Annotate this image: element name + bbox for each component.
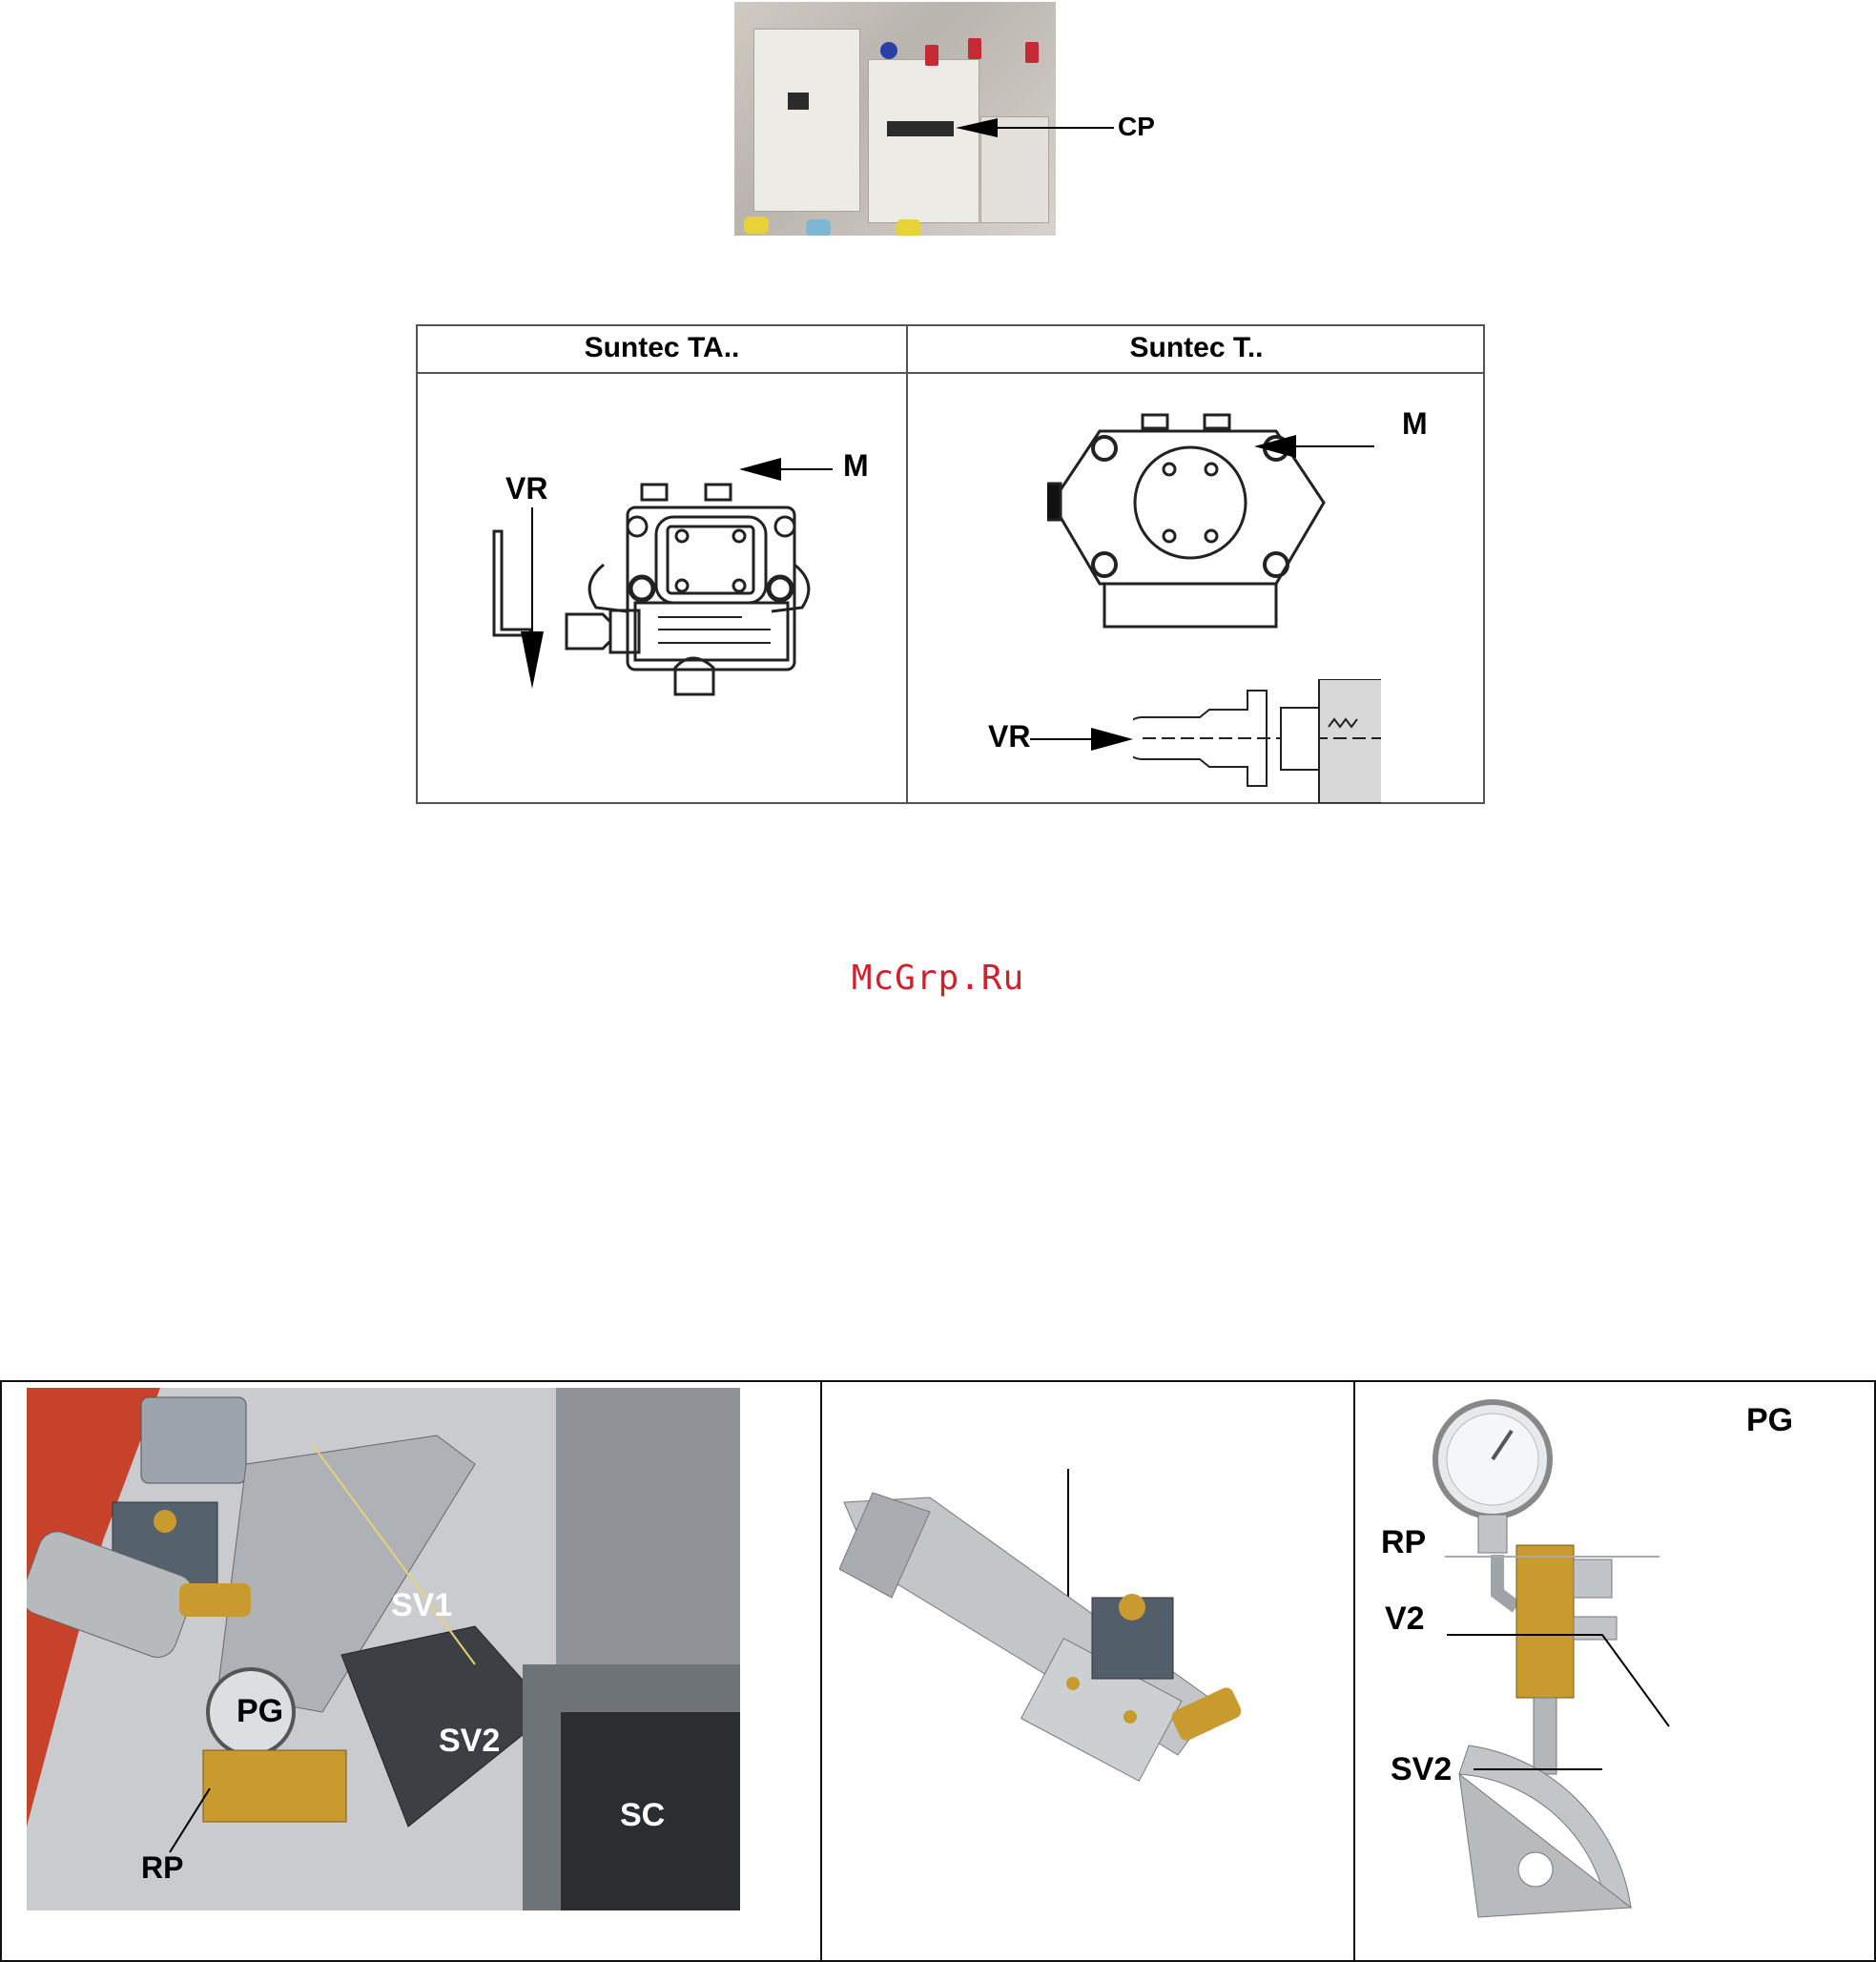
header-suntec-t: Suntec T.. <box>908 326 1485 372</box>
cp-label: CP <box>1118 112 1155 142</box>
ta-vr-arrow <box>504 507 561 698</box>
t-vr-arrow <box>1028 722 1138 760</box>
right-sv2-label: SV2 <box>1391 1751 1452 1788</box>
header-suntec-ta: Suntec TA.. <box>418 326 906 372</box>
watermark: McGrp.Ru <box>0 959 1876 998</box>
right-rp-label: RP <box>1381 1524 1426 1561</box>
pump-table: Suntec TA.. Suntec T.. VR M <box>416 324 1485 804</box>
ta-m-arrow <box>737 450 842 488</box>
left-rp-leader <box>162 1784 219 1860</box>
cp-arrow <box>954 105 1125 143</box>
right-v2-label: V2 <box>1385 1601 1425 1638</box>
ta-m-label: M <box>843 448 869 484</box>
left-sc-label: SC <box>620 1797 665 1834</box>
t-vr-label: VR <box>988 719 1030 754</box>
nozzle-holder-image <box>839 1464 1278 1817</box>
t-m-arrow <box>1252 431 1376 469</box>
right-pg-label: PG <box>1746 1402 1793 1439</box>
left-sv1-label: SV1 <box>391 1587 452 1624</box>
t-m-label: M <box>1402 406 1428 442</box>
right-leader-lines <box>1445 1545 1731 1774</box>
ta-vr-label: VR <box>505 471 547 506</box>
left-sv2-label: SV2 <box>439 1723 500 1760</box>
t-vr-section-drawing <box>1133 679 1381 803</box>
left-pg-label: PG <box>237 1693 283 1730</box>
